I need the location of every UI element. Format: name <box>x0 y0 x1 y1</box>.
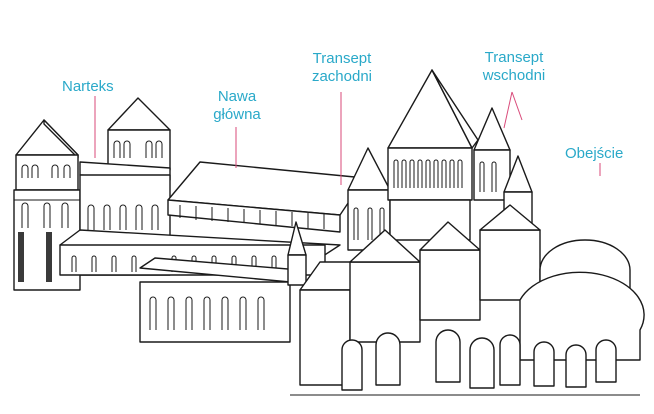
narthex-second-tower <box>107 97 171 171</box>
crossing-tower <box>387 69 479 241</box>
label-east-transept-line1: Transept <box>484 49 544 66</box>
label-main-nave-line1: Nawa <box>217 88 257 105</box>
label-leader-lines <box>94 91 601 185</box>
label-main-nave: Nawa główna <box>202 88 272 124</box>
label-west-transept-line1: Transept <box>312 50 372 67</box>
label-narthex-text: Narteks <box>62 78 114 95</box>
label-west-transept: Transept zachodni <box>302 50 382 86</box>
label-narthex: Narteks <box>62 78 114 96</box>
label-west-transept-line2: zachodni <box>311 68 373 85</box>
east-transept-leader-b <box>511 91 523 121</box>
label-main-nave-line2: główna <box>213 106 261 123</box>
main-nave <box>59 161 366 343</box>
east-transept-leader-a <box>503 91 513 129</box>
label-east-transept: Transept wschodni <box>474 49 554 85</box>
label-ambulatory: Obejście <box>565 145 623 163</box>
label-ambulatory-text: Obejście <box>565 145 624 162</box>
label-east-transept-line2: wschodni <box>482 67 546 84</box>
transept-and-chevet <box>290 204 645 396</box>
